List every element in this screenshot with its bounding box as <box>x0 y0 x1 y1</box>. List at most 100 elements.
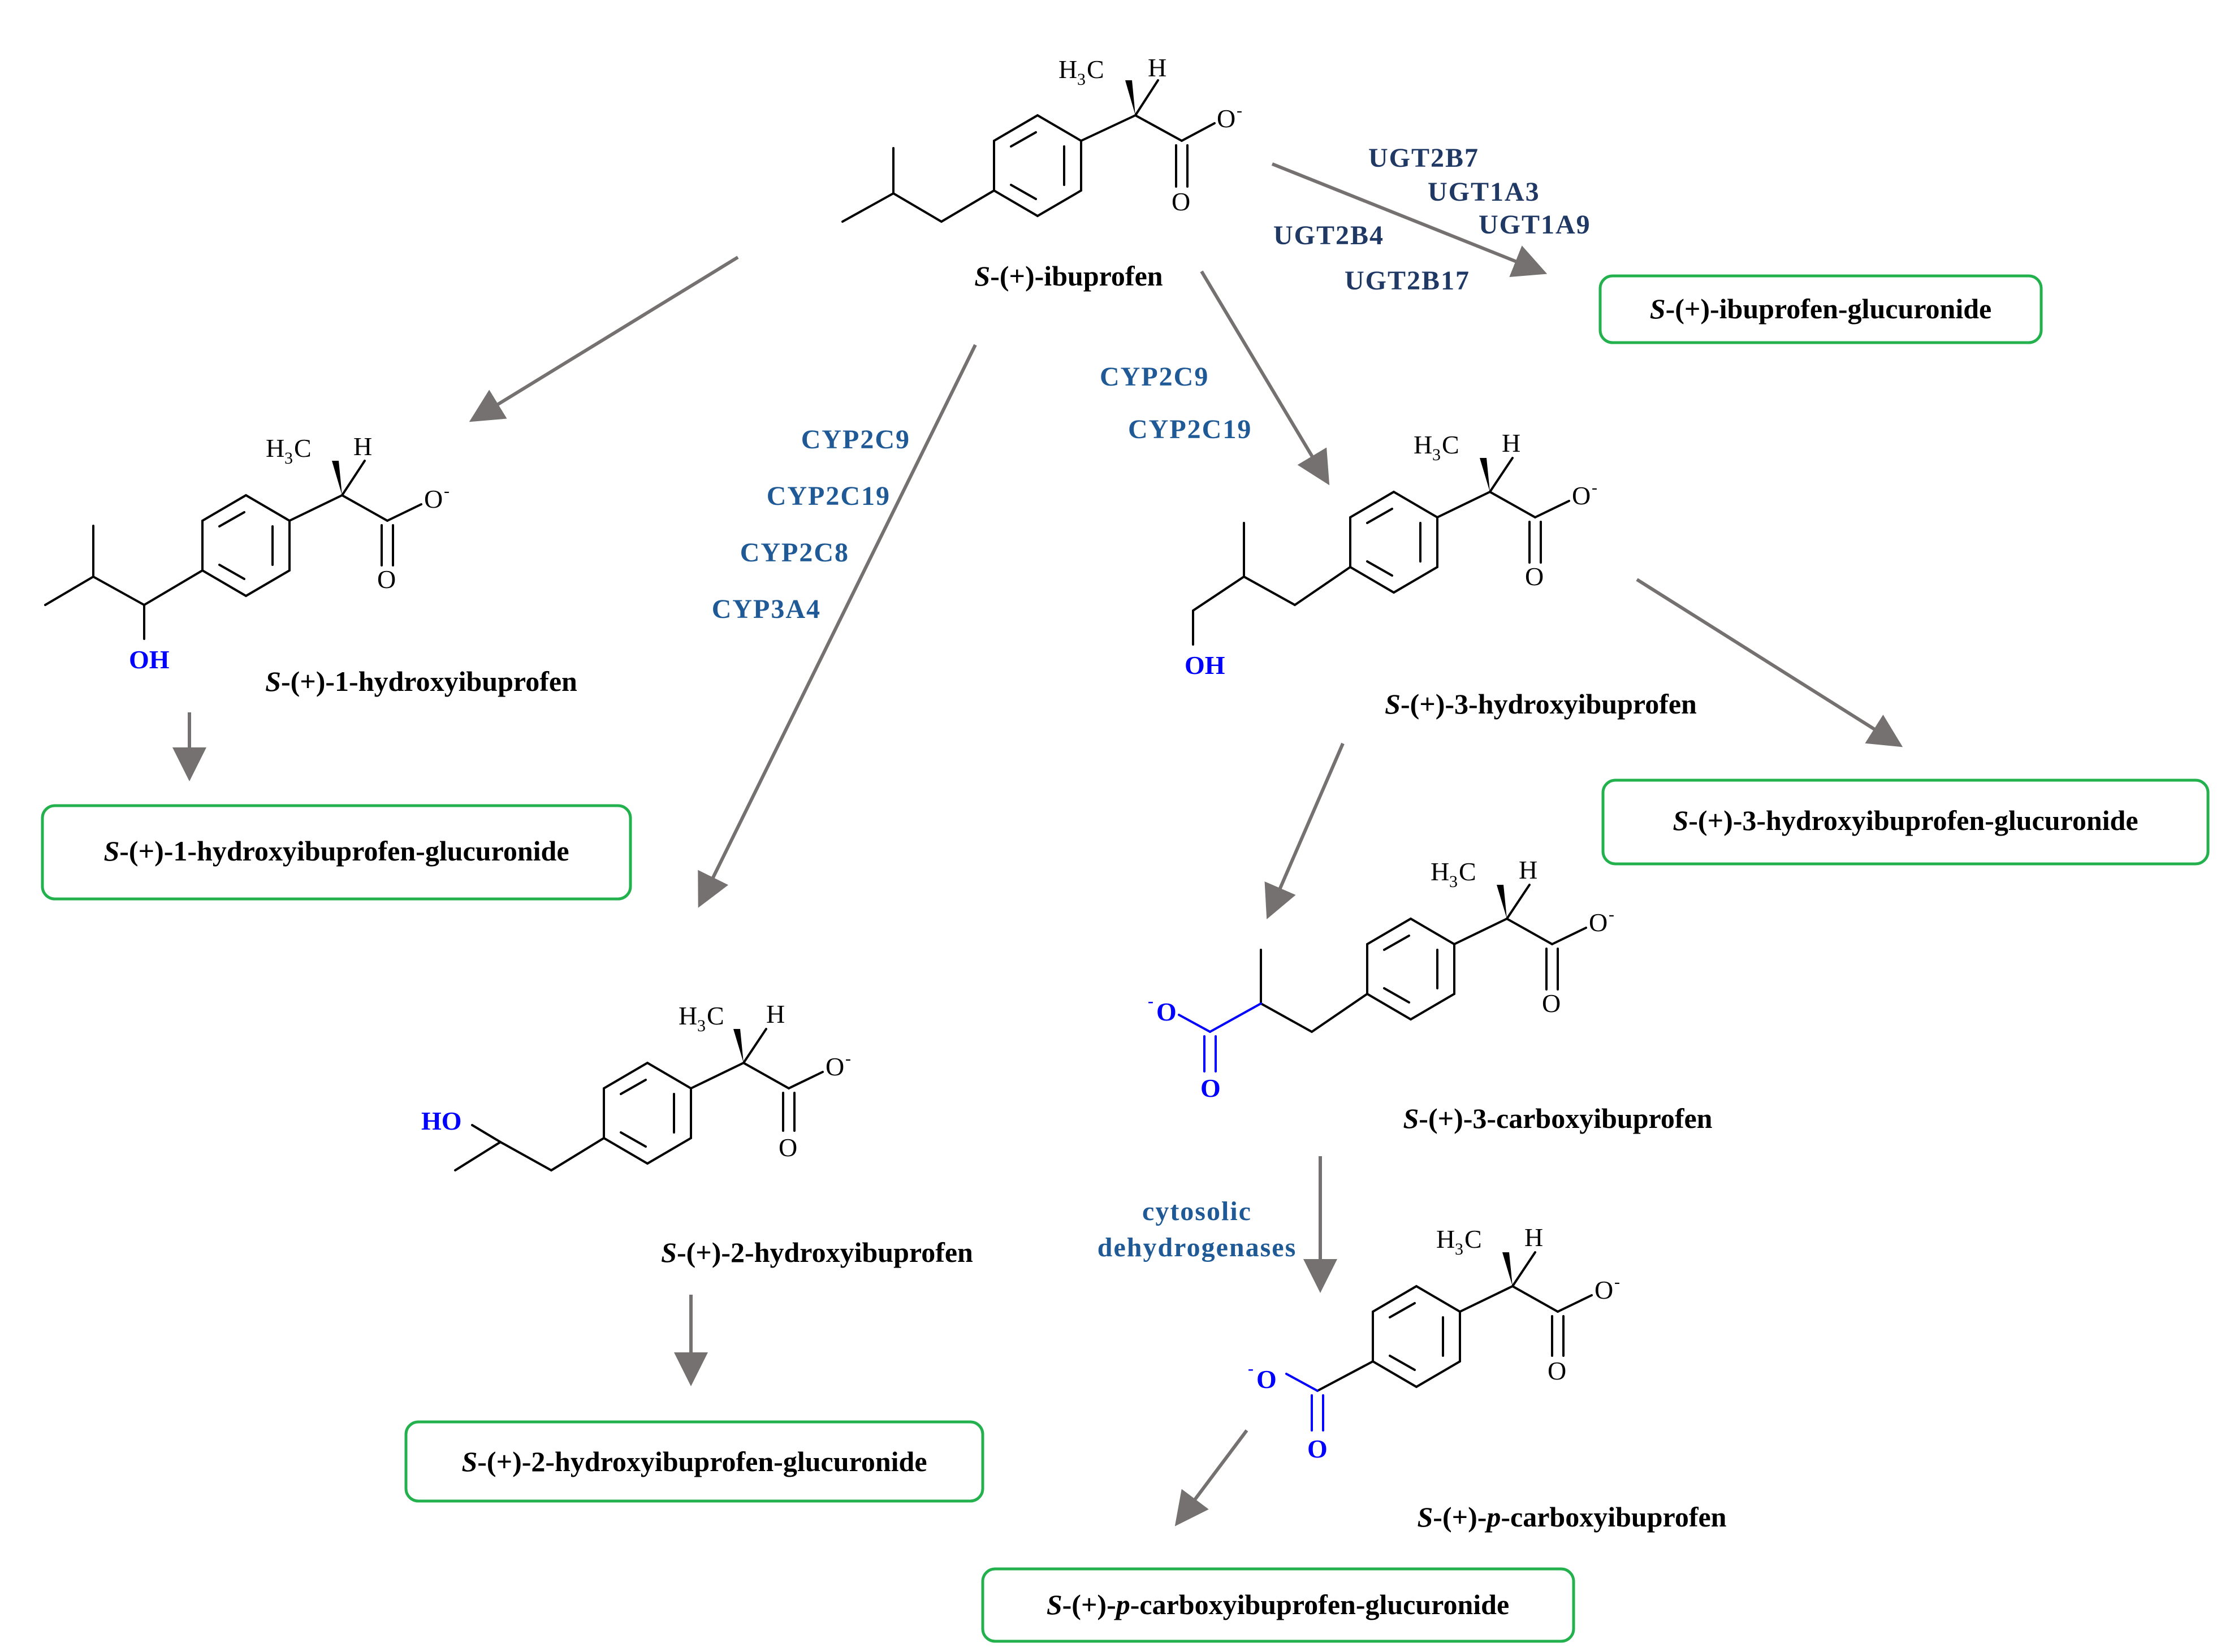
atom-minus: - <box>1609 905 1614 924</box>
atom-oxygen: O <box>1156 997 1177 1026</box>
compound-name-hydroxy2: S-(+)-2-hydroxyibuprofen <box>661 1236 973 1268</box>
atom-minus: - <box>1148 992 1153 1010</box>
atom-oxygen: O <box>1542 989 1561 1018</box>
enzyme-cyp2c8: CYP2C8 <box>740 538 849 568</box>
arrow-ibuprofen-to-hydroxy2 <box>698 344 977 908</box>
enzymes-dehydrogenase: cytosolic dehydrogenases <box>1097 1196 1296 1262</box>
enzyme-cyp2c9: CYP2C9 <box>1100 362 1209 392</box>
arrow-pcarboxy-to-glucuronide <box>1174 1429 1248 1526</box>
atom-oxygen: O <box>1217 104 1235 133</box>
atom-methyl-sub: 3 <box>284 449 293 468</box>
atom-oxygen: O <box>1572 481 1591 510</box>
atom-hydrogen: H <box>1502 429 1520 457</box>
atom-hydroxyl: HO <box>421 1106 462 1135</box>
atom-hydrogen: H <box>1524 1223 1543 1252</box>
atom-oxygen: O <box>826 1052 844 1081</box>
atom-methyl-c: C <box>1087 55 1104 84</box>
glucuronide-hydroxy1: S-(+)-1-hydroxyibuprofen-glucuronide <box>41 804 632 901</box>
arrow-hydroxy3-to-carboxy3 <box>1264 742 1345 920</box>
atom-oxygen: O <box>1589 908 1608 937</box>
enzymes-ugt: UGT2B7 UGT1A3 UGT1A9 UGT2B4 UGT2B17 <box>1273 143 1591 296</box>
atom-hydrogen: H <box>766 1000 785 1028</box>
atom-methyl-sub: 3 <box>1449 872 1458 891</box>
compound-labels: S-(+)-ibuprofen S-(+)-1-hydroxyibuprofen… <box>265 260 1727 1533</box>
box-border <box>1601 779 2210 866</box>
box-border <box>404 1420 984 1503</box>
atom-minus: - <box>1237 101 1242 120</box>
enzyme-cyp3a4: CYP3A4 <box>712 594 821 624</box>
atom-hydrogen: H <box>1148 53 1166 82</box>
atom-minus: - <box>845 1049 851 1068</box>
box-border <box>41 804 632 901</box>
glucuronide-pcarboxy: S-(+)-p-carboxyibuprofen-glucuronide <box>981 1567 1575 1643</box>
arrow-ibuprofen-to-hydroxy1 <box>469 256 739 422</box>
atom-methyl-sub: 3 <box>697 1017 706 1035</box>
atom-minus: - <box>1592 478 1597 497</box>
molecule-hydroxy3 <box>1192 457 1570 646</box>
atom-methyl-c: C <box>1459 857 1476 886</box>
compound-name-hydroxy1: S-(+)-1-hydroxyibuprofen <box>265 665 577 697</box>
atom-methyl-c: C <box>1464 1225 1482 1253</box>
molecule-hydroxy2 <box>454 1028 824 1172</box>
enzyme-labels: UGT2B7 UGT1A3 UGT1A9 UGT2B4 UGT2B17 CYP2… <box>712 143 1591 1262</box>
atom-methyl-h: H <box>1058 55 1077 84</box>
atom-minus: - <box>1248 1359 1254 1378</box>
compound-name-hydroxy3: S-(+)-3-hydroxyibuprofen <box>1385 688 1697 720</box>
glucuronide-ibuprofen: S-(+)-ibuprofen-glucuronide <box>1598 274 2043 344</box>
atom-methyl-c: C <box>1442 430 1459 459</box>
arrows <box>172 162 1903 1526</box>
enzyme-ugt1a9: UGT1A9 <box>1479 210 1591 240</box>
molecule-ibuprofen <box>841 79 1216 223</box>
atom-methyl-h: H <box>1436 1225 1455 1253</box>
atom-hydrogen: H <box>1519 855 1537 884</box>
atom-hydrogen: H <box>353 432 372 461</box>
enzyme-ugt1a3: UGT1A3 <box>1428 177 1540 207</box>
atom-hydroxyl: OH <box>1185 651 1225 680</box>
atom-labels: H 3 C H O - O H 3 C H O - O OH H 3 C H O… <box>129 53 1620 1463</box>
molecule-carboxy3 <box>1178 884 1587 1072</box>
atom-methyl-h: H <box>679 1001 697 1030</box>
atom-oxygen: O <box>377 565 396 594</box>
enzyme-ugt2b4: UGT2B4 <box>1273 220 1384 250</box>
atom-methyl-h: H <box>266 434 284 462</box>
enzymes-cyp-hydroxy3: CYP2C9 CYP2C19 <box>1100 362 1251 444</box>
glucuronide-hydroxy3: S-(+)-3-hydroxyibuprofen-glucuronide <box>1601 779 2210 866</box>
glucuronide-hydroxy2: S-(+)-2-hydroxyibuprofen-glucuronide <box>404 1420 984 1503</box>
glucuronide-label: S-(+)-ibuprofen-glucuronide <box>1650 293 1992 325</box>
atom-oxygen: O <box>1307 1434 1328 1463</box>
compound-name-carboxy3: S-(+)-3-carboxyibuprofen <box>1403 1102 1712 1134</box>
glucuronide-boxes: S-(+)-ibuprofen-glucuronide S-(+)-1-hydr… <box>41 274 2210 1643</box>
atom-oxygen: O <box>1595 1275 1613 1304</box>
atom-methyl-sub: 3 <box>1455 1240 1463 1259</box>
molecule-hydroxy1 <box>44 460 422 640</box>
enzyme-ugt2b17: UGT2B17 <box>1345 266 1470 296</box>
atom-methyl-h: H <box>1414 430 1432 459</box>
atom-oxygen: O <box>779 1133 797 1162</box>
glucuronide-label: S-(+)-1-hydroxyibuprofen-glucuronide <box>103 835 569 867</box>
enzymes-cyp-hydroxy2: CYP2C9 CYP2C19 CYP2C8 CYP3A4 <box>712 425 910 624</box>
arrow-hydroxy3-to-glucuronide <box>1636 578 1903 747</box>
arrow-ibuprofen-to-glucuronide <box>1271 162 1548 278</box>
compound-name-pcarboxy: S-(+)-p-carboxyibuprofen <box>1417 1501 1726 1533</box>
enzyme-cyp2c9: CYP2C9 <box>801 425 910 455</box>
glucuronide-label: S-(+)-p-carboxyibuprofen-glucuronide <box>1047 1589 1509 1620</box>
atom-hydroxyl: OH <box>129 645 170 674</box>
enzyme-cyp2c19: CYP2C19 <box>767 481 891 511</box>
compound-name-ibuprofen: S-(+)-ibuprofen <box>974 260 1163 292</box>
atom-oxygen: O <box>1172 187 1190 216</box>
box-border <box>981 1567 1575 1643</box>
enzyme-ugt2b7: UGT2B7 <box>1368 143 1479 173</box>
atom-oxygen: O <box>1548 1356 1566 1385</box>
glucuronide-label: S-(+)-3-hydroxyibuprofen-glucuronide <box>1673 805 2138 836</box>
atom-methyl-c: C <box>294 434 312 462</box>
atom-oxygen: O <box>1525 562 1544 591</box>
atom-oxygen: O <box>1200 1074 1221 1102</box>
atom-methyl-sub: 3 <box>1432 446 1441 464</box>
atom-methyl-c: C <box>707 1001 724 1030</box>
box-border <box>1598 274 2043 344</box>
atom-methyl-h: H <box>1431 857 1449 886</box>
atom-oxygen: O <box>424 485 443 513</box>
arrow-ibuprofen-to-hydroxy3 <box>1200 270 1330 486</box>
